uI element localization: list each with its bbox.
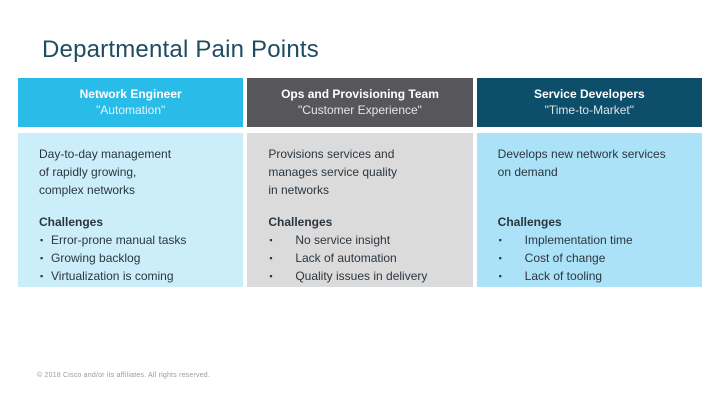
challenges-heading: Challenges [497, 215, 562, 229]
challenge-item: Cost of change [498, 249, 690, 267]
challenge-item: Virtualization is coming [39, 267, 231, 285]
ops-provisioning-body: Provisions services and manages service … [247, 133, 473, 287]
page-title: Departmental Pain Points [42, 36, 319, 63]
column-service-developers: Service Developers "Time-to-Market" Deve… [476, 78, 702, 287]
challenge-item: Quality issues in delivery [268, 267, 460, 285]
column-header-title: Network Engineer [79, 87, 182, 101]
column-header-title: Ops and Provisioning Team [281, 87, 439, 101]
column-network-engineer: Network Engineer "Automation" Day-to-day… [18, 78, 244, 287]
column-header-title: Service Developers [533, 87, 645, 101]
column-header-subtitle: "Automation" [96, 103, 166, 117]
challenges-list: No service insight Lack of automation Qu… [268, 231, 460, 285]
challenge-item: No service insight [268, 231, 460, 249]
challenge-item: Lack of tooling [498, 267, 690, 285]
challenge-item: Growing backlog [39, 249, 231, 267]
challenges-heading: Challenges [268, 215, 333, 229]
challenges-list: Implementation time Cost of change Lack … [498, 231, 690, 285]
challenges-list: Error-prone manual tasks Growing backlog… [39, 231, 231, 285]
column-ops-provisioning-team: Ops and Provisioning Team "Customer Expe… [247, 78, 473, 287]
challenge-item: Lack of automation [268, 249, 460, 267]
challenge-item: Implementation time [498, 231, 690, 249]
service-developers-header: Service Developers "Time-to-Market" [476, 78, 702, 127]
pain-points-table: Network Engineer "Automation" Day-to-day… [18, 78, 702, 287]
ops-provisioning-header: Ops and Provisioning Team "Customer Expe… [247, 78, 473, 127]
footer-copyright: © 2018 Cisco and/or its affiliates. All … [37, 372, 211, 379]
column-description: Develops new network services on demand [497, 147, 666, 179]
column-header-subtitle: "Customer Experience" [298, 103, 422, 117]
challenges-heading: Challenges [39, 215, 104, 229]
network-engineer-header: Network Engineer "Automation" [18, 78, 244, 127]
service-developers-body: Develops new network services on demand … [476, 133, 702, 287]
column-description: Provisions services and manages service … [268, 147, 398, 197]
challenge-item: Error-prone manual tasks [39, 231, 231, 249]
network-engineer-body: Day-to-day management of rapidly growing… [18, 133, 244, 287]
column-header-subtitle: "Time-to-Market" [544, 103, 635, 117]
column-description: Day-to-day management of rapidly growing… [39, 147, 172, 197]
